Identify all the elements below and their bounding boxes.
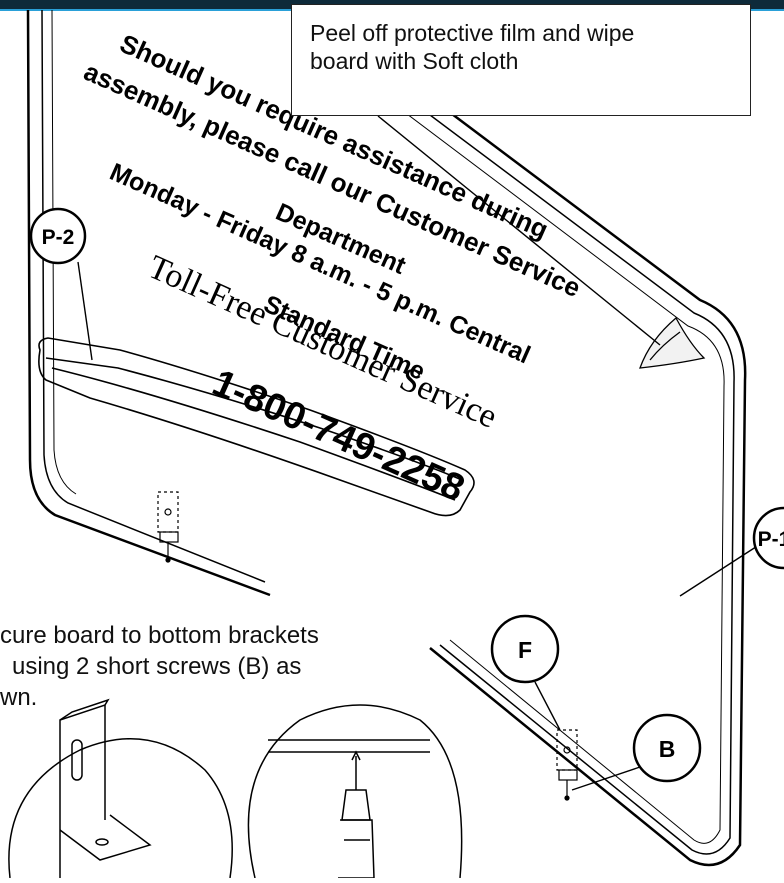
detail-bracket bbox=[8, 698, 233, 879]
instruction-line-3: wn. bbox=[0, 684, 38, 711]
note-callout: Peel off protective film and wipe board … bbox=[291, 4, 751, 116]
instruction-line-2: using 2 short screws (B) as bbox=[12, 653, 302, 680]
label-p2-group: P-2 bbox=[29, 207, 87, 265]
bracket-right bbox=[556, 729, 578, 801]
peel-corner bbox=[639, 316, 706, 369]
marker-tray bbox=[38, 337, 475, 517]
label-p1: P-1 bbox=[758, 528, 784, 551]
label-p2: P-2 bbox=[42, 226, 75, 249]
label-p2-circle bbox=[29, 207, 87, 265]
instruction-text: cure board to bottom brackets using 2 sh… bbox=[0, 620, 319, 713]
leader-lines bbox=[77, 115, 763, 791]
label-b-group: B bbox=[632, 713, 702, 783]
label-b-circle bbox=[632, 713, 702, 783]
label-f: F bbox=[518, 637, 532, 663]
label-p1-circle bbox=[752, 506, 784, 570]
label-p1-group: P-1 bbox=[752, 506, 784, 570]
label-f-group: F bbox=[490, 614, 560, 684]
instruction-line-1: cure board to bottom brackets bbox=[0, 622, 319, 649]
note-line-2: board with Soft cloth bbox=[310, 48, 519, 74]
detail-screwdriver bbox=[247, 704, 463, 879]
label-f-circle bbox=[490, 614, 560, 684]
bracket-left bbox=[157, 491, 179, 563]
label-b: B bbox=[659, 736, 676, 762]
note-line-1: Peel off protective film and wipe bbox=[310, 20, 635, 46]
whiteboard-frame bbox=[26, 9, 747, 867]
